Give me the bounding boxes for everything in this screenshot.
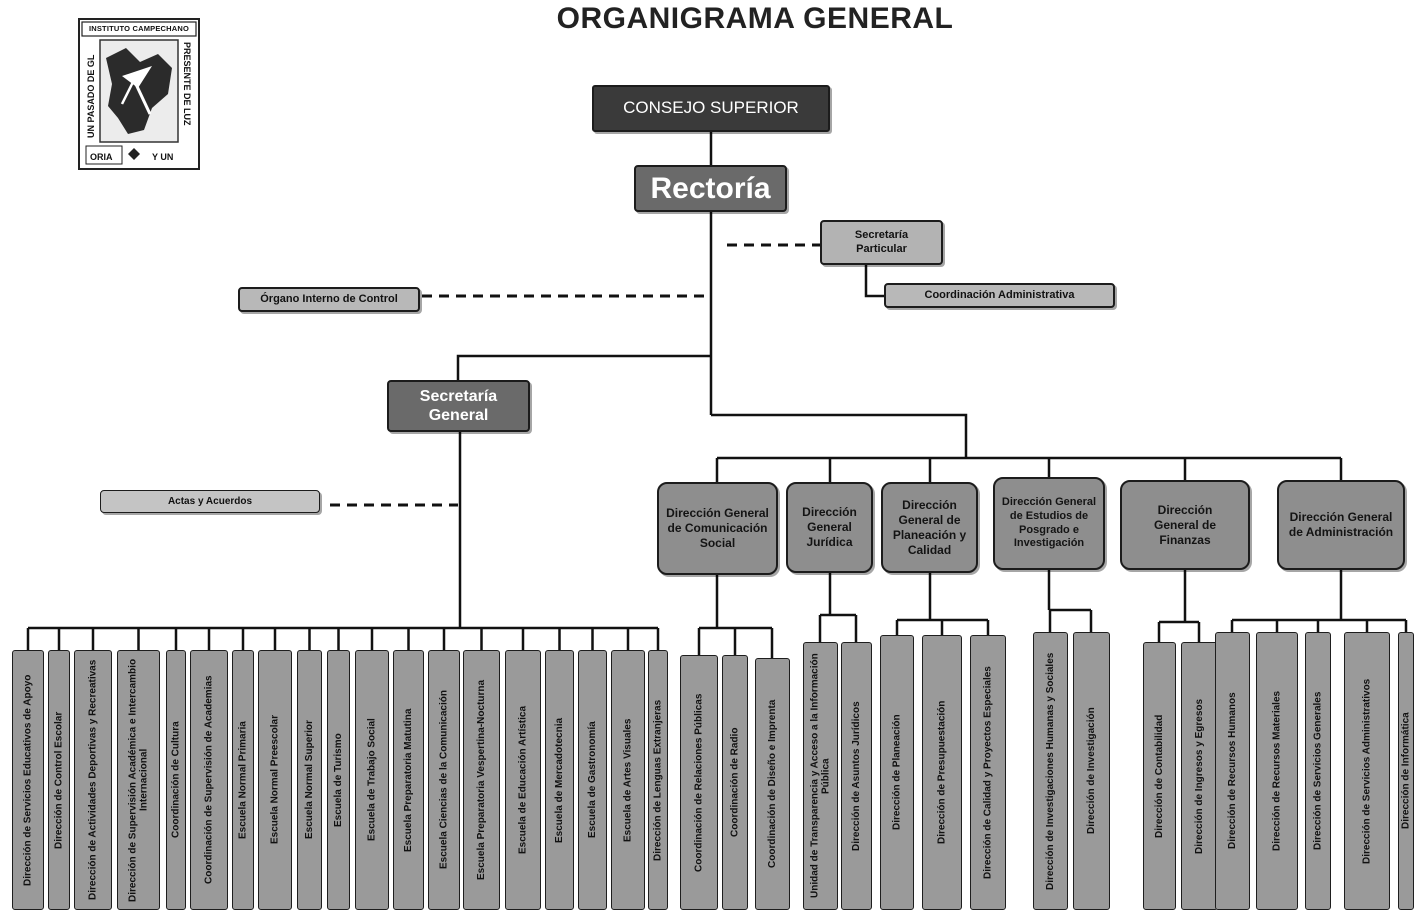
unit-supervision-academica: Dirección de Supervisión Académica e Int… [117,650,160,910]
unit-investigaciones-humanas: Dirección de Investigaciones Humanas y S… [1033,632,1068,910]
unit-escuela-trabajo-social: Escuela de Trabajo Social [355,650,389,910]
unit-presupuestacion: Dirección de Presupuestación [922,635,962,910]
unit-diseno-imprenta: Coordinación de Diseño e Imprenta [755,658,790,910]
dashed-connectors [330,243,820,507]
node-organo-interno-control: Órgano Interno de Control [238,287,420,312]
node-dg-administracion: Dirección General de Administración [1277,480,1405,570]
unit-mercadotecnia: Escuela de Mercadotecnia [545,650,574,910]
unit-normal-primaria: Escuela Normal Primaria [232,650,254,910]
logo-banner-text: INSTITUTO CAMPECHANO [88,24,190,33]
unit-relaciones-publicas: Coordinación de Relaciones Públicas [680,655,718,910]
node-dg-planeacion-calidad: Dirección General de Planeación y Calida… [881,482,978,573]
unit-escuela-turismo: Escuela de Turismo [327,650,350,910]
unit-ingresos-egresos: Dirección de Ingresos y Egresos [1181,642,1218,910]
unit-supervision-academias: Coordinación de Supervisión de Academias [190,650,228,910]
unit-coordinacion-cultura: Coordinación de Cultura [166,650,186,910]
comunicacion-units-lines [697,575,774,658]
secretaria-general-drop-lines [26,628,660,650]
unit-gastronomia: Escuela de Gastronomía [578,650,607,910]
finanzas-units-lines [1157,570,1201,642]
unit-recursos-materiales: Dirección de Recursos Materiales [1256,632,1298,910]
unit-actividades-deportivas: Dirección de Actividades Deportivas y Re… [74,650,112,910]
secretaria-general-branch-line [456,354,711,380]
node-secretaria-general: Secretaría General [387,380,530,432]
unit-planeacion: Dirección de Planeación [880,635,914,910]
logo-emblem: UN PASADO DE GL PRESENTE DE LUZ ORIA Y U… [78,18,200,170]
node-dg-comunicacion-social: Dirección General de Comunicación Social [657,482,778,575]
posgrado-units-lines [1047,570,1093,632]
page-title: ORGANIGRAMA GENERAL [556,2,954,35]
svg-text:PRESENTE DE LUZ: PRESENTE DE LUZ [182,42,192,126]
direcciones-branch-line [711,413,968,458]
svg-text:ORIA: ORIA [90,152,113,162]
particular-coordinacion-line [864,265,884,298]
svg-text:UN PASADO DE GL: UN PASADO DE GL [86,54,96,138]
juridica-units-lines [818,573,858,642]
institution-logo: UN PASADO DE GL PRESENTE DE LUZ ORIA Y U… [78,18,200,170]
unit-ciencias-comunicacion: Escuela Ciencias de la Comunicación [428,650,460,910]
unit-calidad-proyectos: Dirección de Calidad y Proyectos Especia… [970,635,1006,910]
svg-text:Y UN: Y UN [152,152,173,162]
node-secretaria-particular: Secretaría Particular [820,220,943,265]
unit-recursos-humanos: Dirección de Recursos Humanos [1215,632,1250,910]
unit-normal-preescolar: Escuela Normal Preescolar [258,650,292,910]
unit-servicios-generales: Dirección de Servicios Generales [1305,632,1331,910]
unit-coordinacion-radio: Coordinación de Radio [722,655,748,910]
unit-preparatoria-matutina: Escuela Preparatoria Matutina [393,650,424,910]
node-dg-posgrado-investigacion: Dirección General de Estudios de Posgrad… [993,477,1105,570]
unit-investigacion: Dirección de Investigación [1073,632,1110,910]
unit-educacion-artistica: Escuela de Educación Artística [505,650,541,910]
unit-servicios-educativos-apoyo: Dirección de Servicios Educativos de Apo… [12,650,44,910]
node-coordinacion-administrativa: Coordinación Administrativa [884,283,1115,308]
unit-asuntos-juridicos: Dirección de Asuntos Jurídicos [841,642,872,910]
unit-control-escolar: Dirección de Control Escolar [48,650,70,910]
planeacion-units-lines [895,573,990,635]
node-consejo-superior: CONSEJO SUPERIOR [592,85,830,132]
node-rectoria: Rectoría [634,165,787,212]
unit-artes-visuales: Escuela de Artes Visuales [611,650,645,910]
unit-lenguas-extranjeras: Dirección de Lenguas Extranjeras [648,650,668,910]
node-actas-acuerdos: Actas y Acuerdos [100,490,320,513]
unit-servicios-administrativos: Dirección de Servicios Administrativos [1344,632,1390,910]
administracion-units-lines [1230,570,1408,632]
unit-contabilidad: Dirección de Contabilidad [1143,642,1176,910]
unit-preparatoria-vespertina: Escuela Preparatoria Vespertina-Nocturna [463,650,500,910]
node-dg-finanzas: Dirección General de Finanzas [1120,480,1250,570]
node-dg-juridica: Dirección General Jurídica [786,482,873,573]
unit-normal-superior: Escuela Normal Superior [297,650,322,910]
unit-transparencia: Unidad de Transparencia y Acceso a la In… [803,642,838,910]
unit-informatica: Dirección de Informática [1398,632,1414,910]
